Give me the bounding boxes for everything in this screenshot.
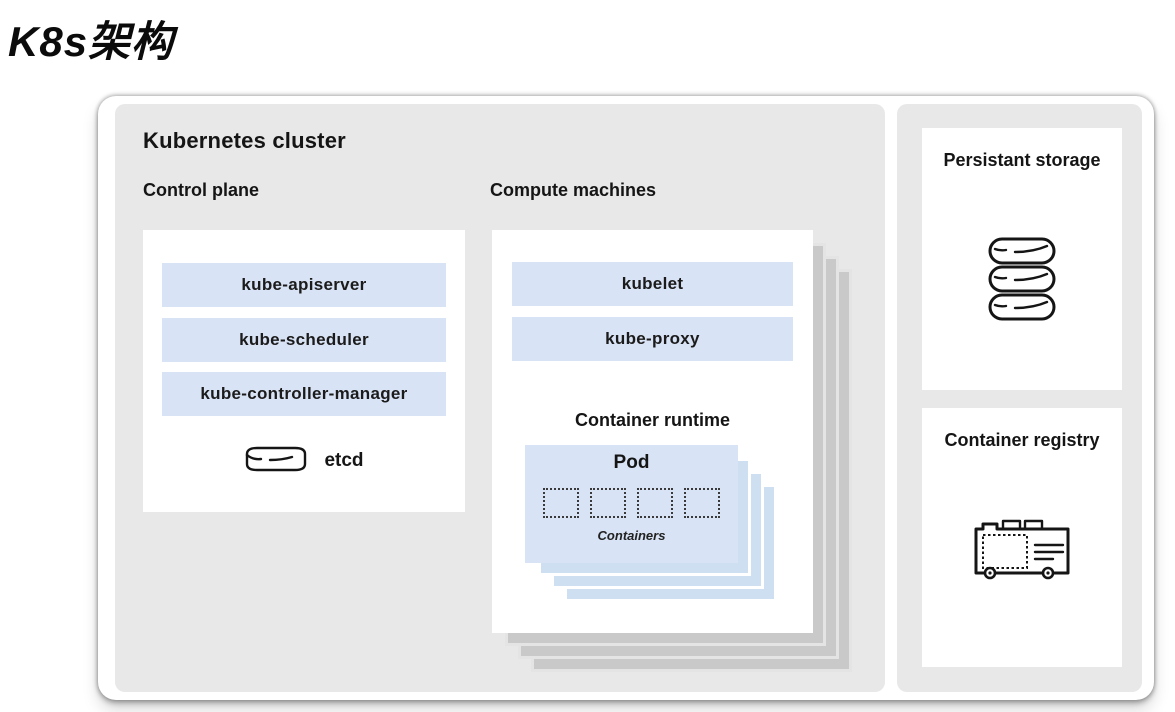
etcd-database-icon (244, 445, 308, 478)
container-registry-box: Container registry (922, 408, 1122, 667)
container-slot (543, 488, 579, 518)
page-title: K8s架构 (8, 18, 175, 65)
containers-label: Containers (597, 528, 666, 543)
diagram-card: Kubernetes cluster Control plane Compute… (98, 96, 1154, 700)
control-plane-box: kube-apiserver kube-scheduler kube-contr… (143, 230, 465, 512)
component-kube-scheduler: kube-scheduler (162, 318, 446, 362)
component-kubelet: kubelet (512, 262, 793, 306)
cluster-title: Kubernetes cluster (143, 128, 346, 153)
compute-machine-box: kubelet kube-proxy Container runtime Pod (492, 230, 813, 633)
container-registry-label: Container registry (944, 430, 1100, 450)
compute-machines-label: Compute machines (490, 180, 657, 200)
pod-box: Pod Containers (525, 445, 738, 563)
container-runtime-label: Container runtime (574, 410, 730, 430)
etcd-label: etcd (324, 450, 364, 471)
external-services-panel: Persistant storage C (897, 104, 1142, 692)
storage-database-icon (922, 236, 1122, 322)
kubernetes-cluster-panel: Kubernetes cluster Control plane Compute… (115, 104, 885, 692)
pod-title: Pod (613, 452, 650, 473)
component-kube-proxy: kube-proxy (512, 317, 793, 361)
container-slot (637, 488, 673, 518)
component-kube-controller-manager: kube-controller-manager (162, 372, 446, 416)
persistent-storage-label: Persistant storage (943, 150, 1101, 170)
compute-machines-stack: kubelet kube-proxy Container runtime Pod (492, 230, 852, 672)
etcd-row: etcd (143, 444, 465, 478)
pod-stack: Pod Containers (525, 445, 777, 602)
control-plane-label: Control plane (143, 180, 259, 200)
container-slot-row (525, 488, 738, 518)
container-slot (590, 488, 626, 518)
component-kube-apiserver: kube-apiserver (162, 263, 446, 307)
container-slot (684, 488, 720, 518)
persistent-storage-box: Persistant storage (922, 128, 1122, 390)
registry-box-icon (922, 516, 1122, 580)
